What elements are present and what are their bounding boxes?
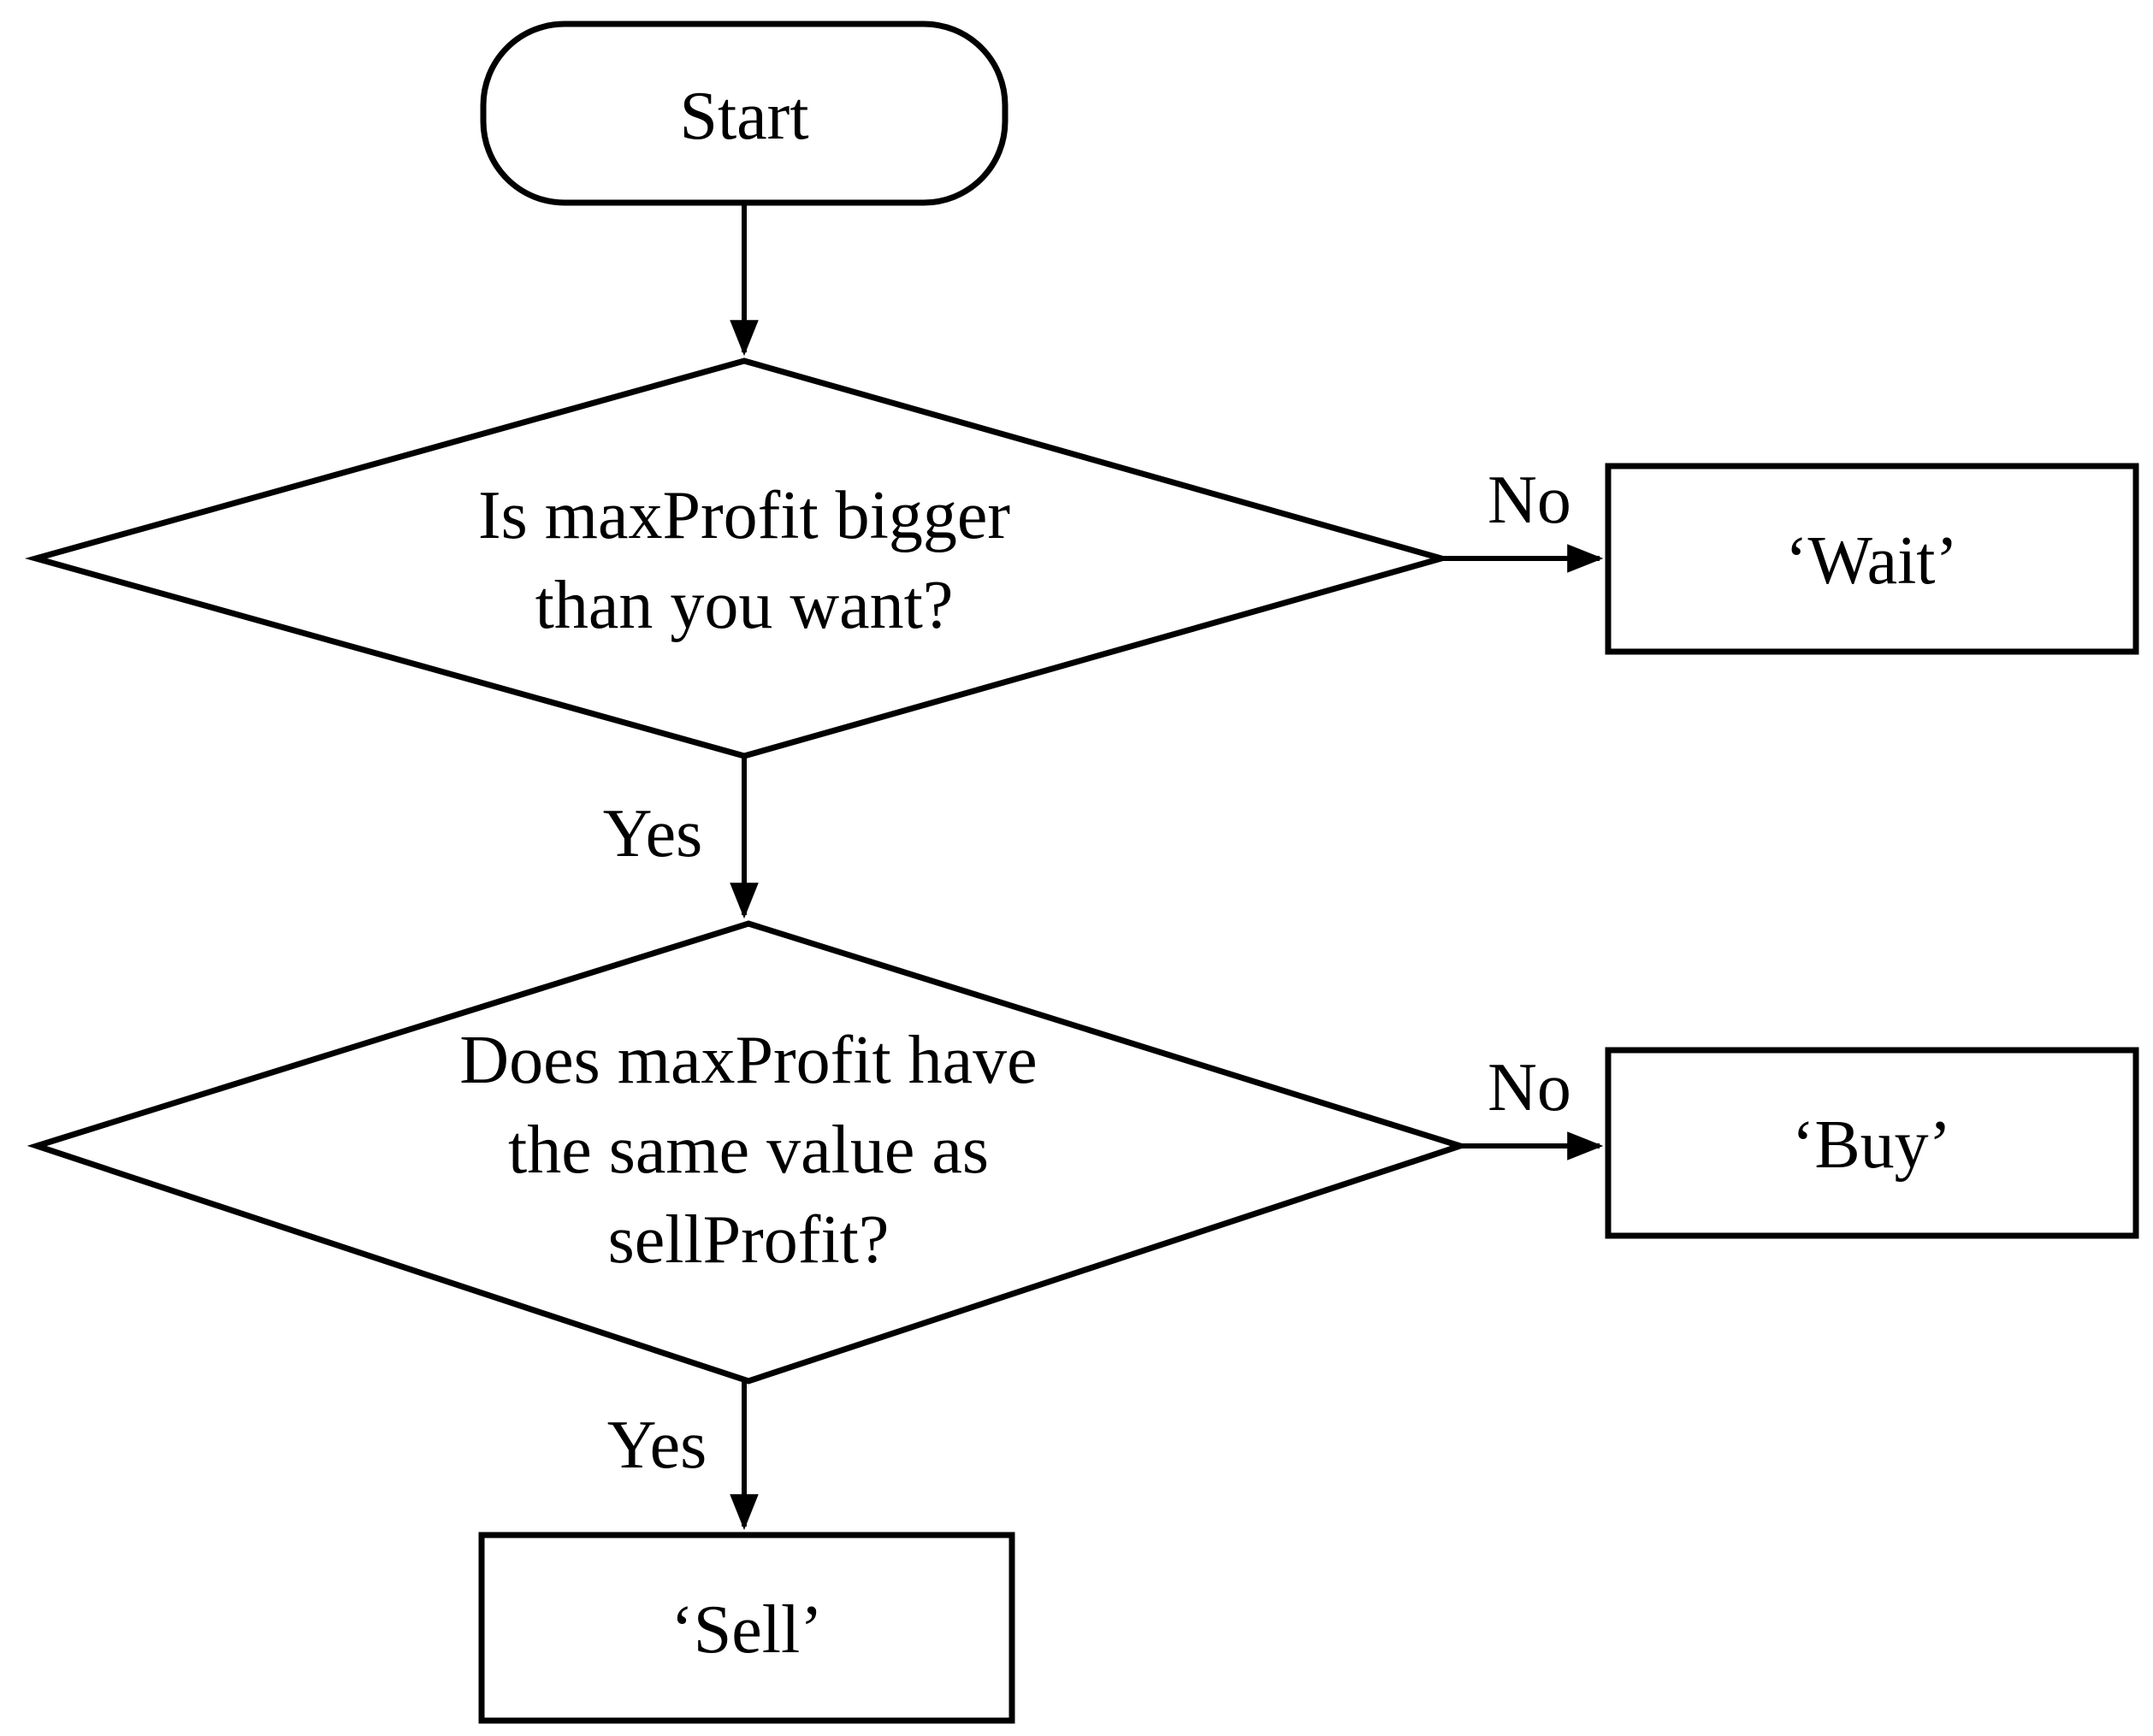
decision2-text-line3: sellProfit? <box>608 1202 890 1278</box>
sell-label: ‘Sell’ <box>671 1592 823 1668</box>
decision2-text-line1: Does maxProfit have <box>459 1023 1037 1098</box>
decision1-yes-label: Yes <box>603 796 702 871</box>
wait-box <box>1605 463 2139 655</box>
buy-label: ‘Buy’ <box>1792 1107 1952 1183</box>
decision2-no-label: No <box>1488 1050 1571 1125</box>
decision1-text-line2: than you want? <box>535 568 954 643</box>
start-label: Start <box>679 79 808 154</box>
decision2-diamond <box>27 920 1470 1385</box>
wait-label: ‘Wait’ <box>1785 523 1958 599</box>
sell-box <box>478 1532 1015 1724</box>
decision2-text-line2: the same value as <box>508 1113 989 1188</box>
decision1-no-label: No <box>1488 463 1571 538</box>
decision1-text-line1: Is maxProfit bigger <box>478 478 1010 553</box>
decision1-diamond <box>24 357 1452 759</box>
buy-box <box>1605 1047 2139 1239</box>
decision2-yes-label: Yes <box>607 1408 707 1483</box>
